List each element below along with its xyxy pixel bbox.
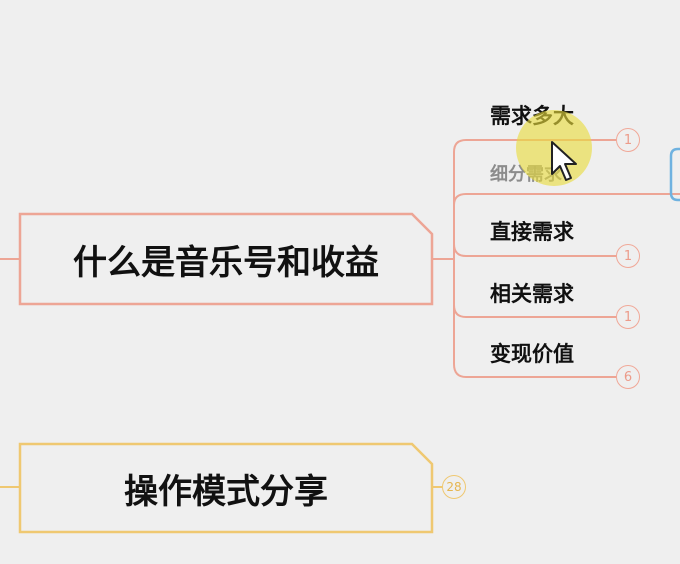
subtopic-demand-size[interactable]: 需求多大 [490, 100, 574, 130]
collapse-count-badge[interactable]: 1 [616, 305, 640, 329]
main-topic-operation-mode[interactable]: 操作模式分享 [20, 444, 432, 532]
subtopic-label: 需求多大 [490, 104, 574, 128]
subtopic-related-demand[interactable]: 相关需求 [490, 278, 574, 308]
subtopic-label: 相关需求 [490, 282, 574, 306]
collapse-count-badge[interactable]: 6 [616, 365, 640, 389]
main-topic-label: 操作模式分享 [124, 471, 328, 512]
collapse-count-badge[interactable]: 28 [442, 475, 466, 499]
collapse-count-badge[interactable]: 1 [616, 128, 640, 152]
main-topic-music-account[interactable]: 什么是音乐号和收益 [20, 214, 432, 304]
main-topic-label: 什么是音乐号和收益 [73, 242, 379, 283]
subtopic-monetization-value[interactable]: 变现价值 [490, 338, 574, 368]
subtopic-label: 变现价值 [490, 342, 574, 366]
collapse-count-badge[interactable]: 1 [616, 244, 640, 268]
subtopic-label: 直接需求 [490, 220, 574, 244]
mouse-pointer-icon [551, 141, 577, 181]
subtopic-direct-demand[interactable]: 直接需求 [490, 216, 574, 246]
